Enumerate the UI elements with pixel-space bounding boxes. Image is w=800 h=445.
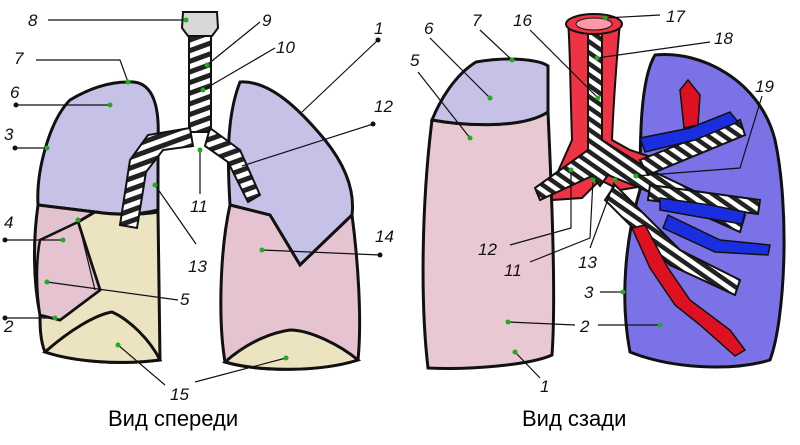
back-left-upper-lobe <box>429 57 550 127</box>
label-front-10: 10 <box>276 38 295 57</box>
back-bronchus-lower <box>603 183 742 297</box>
label-front-12: 12 <box>374 97 393 116</box>
label-back-18: 18 <box>714 29 733 48</box>
label-back-3: 3 <box>584 283 594 302</box>
label-back-17: 17 <box>666 7 685 26</box>
label-back-11: 11 <box>504 261 522 280</box>
front-right-lung <box>32 80 163 364</box>
label-front-14: 14 <box>375 227 394 246</box>
back-leaders <box>417 14 763 379</box>
label-back-1: 1 <box>540 377 549 396</box>
front-number-labels: 8 9 10 1 7 6 12 3 11 4 14 13 5 2 15 <box>3 11 394 404</box>
label-front-8: 8 <box>28 11 38 30</box>
front-right-base <box>42 310 163 364</box>
front-left-bronchus <box>203 126 262 204</box>
label-back-16: 16 <box>513 11 532 30</box>
label-front-3: 3 <box>4 125 14 144</box>
label-front-2: 2 <box>3 317 14 336</box>
back-blue-artery-upper <box>639 111 740 153</box>
label-back-2: 2 <box>579 317 590 336</box>
back-red-vein-upper <box>679 78 701 129</box>
label-back-13: 13 <box>578 253 597 272</box>
front-right-bronchus <box>118 126 195 230</box>
label-back-5: 5 <box>410 51 420 70</box>
front-trachea-tube <box>188 35 212 133</box>
label-front-13: 13 <box>188 257 207 276</box>
label-front-11: 11 <box>190 197 208 216</box>
caption-back: Вид сзади <box>522 406 626 431</box>
back-bronchus-mid <box>646 183 762 216</box>
back-blue-artery-mid <box>659 197 746 225</box>
caption-front: Вид спереди <box>108 406 238 431</box>
label-front-9: 9 <box>262 11 272 30</box>
front-larynx <box>180 11 220 37</box>
label-back-6: 6 <box>424 19 434 38</box>
label-front-15: 15 <box>170 385 189 404</box>
front-left-base <box>221 328 362 371</box>
back-view: 6 7 16 17 18 5 19 12 11 13 3 2 1 Вид сза… <box>410 7 786 431</box>
label-front-5: 5 <box>180 290 190 309</box>
label-back-19: 19 <box>755 77 774 96</box>
back-left-lung <box>421 57 556 370</box>
label-front-7: 7 <box>14 49 24 68</box>
label-front-4: 4 <box>4 213 13 232</box>
label-front-1: 1 <box>374 19 383 38</box>
label-front-6: 6 <box>10 83 20 102</box>
back-red-vein-lower <box>630 224 747 357</box>
back-blue-artery-lower <box>662 213 771 256</box>
label-back-12: 12 <box>478 240 497 259</box>
front-left-lung <box>219 80 362 371</box>
back-number-labels: 6 7 16 17 18 5 19 12 11 13 3 2 1 <box>410 7 774 396</box>
front-view: 8 9 10 1 7 6 12 3 11 4 14 13 5 2 15 Вид … <box>2 11 394 431</box>
front-leaders <box>2 17 383 386</box>
back-vessels <box>630 78 771 357</box>
back-aorta-lumen <box>575 17 613 31</box>
front-trachea <box>118 11 262 230</box>
label-back-7: 7 <box>472 11 482 30</box>
